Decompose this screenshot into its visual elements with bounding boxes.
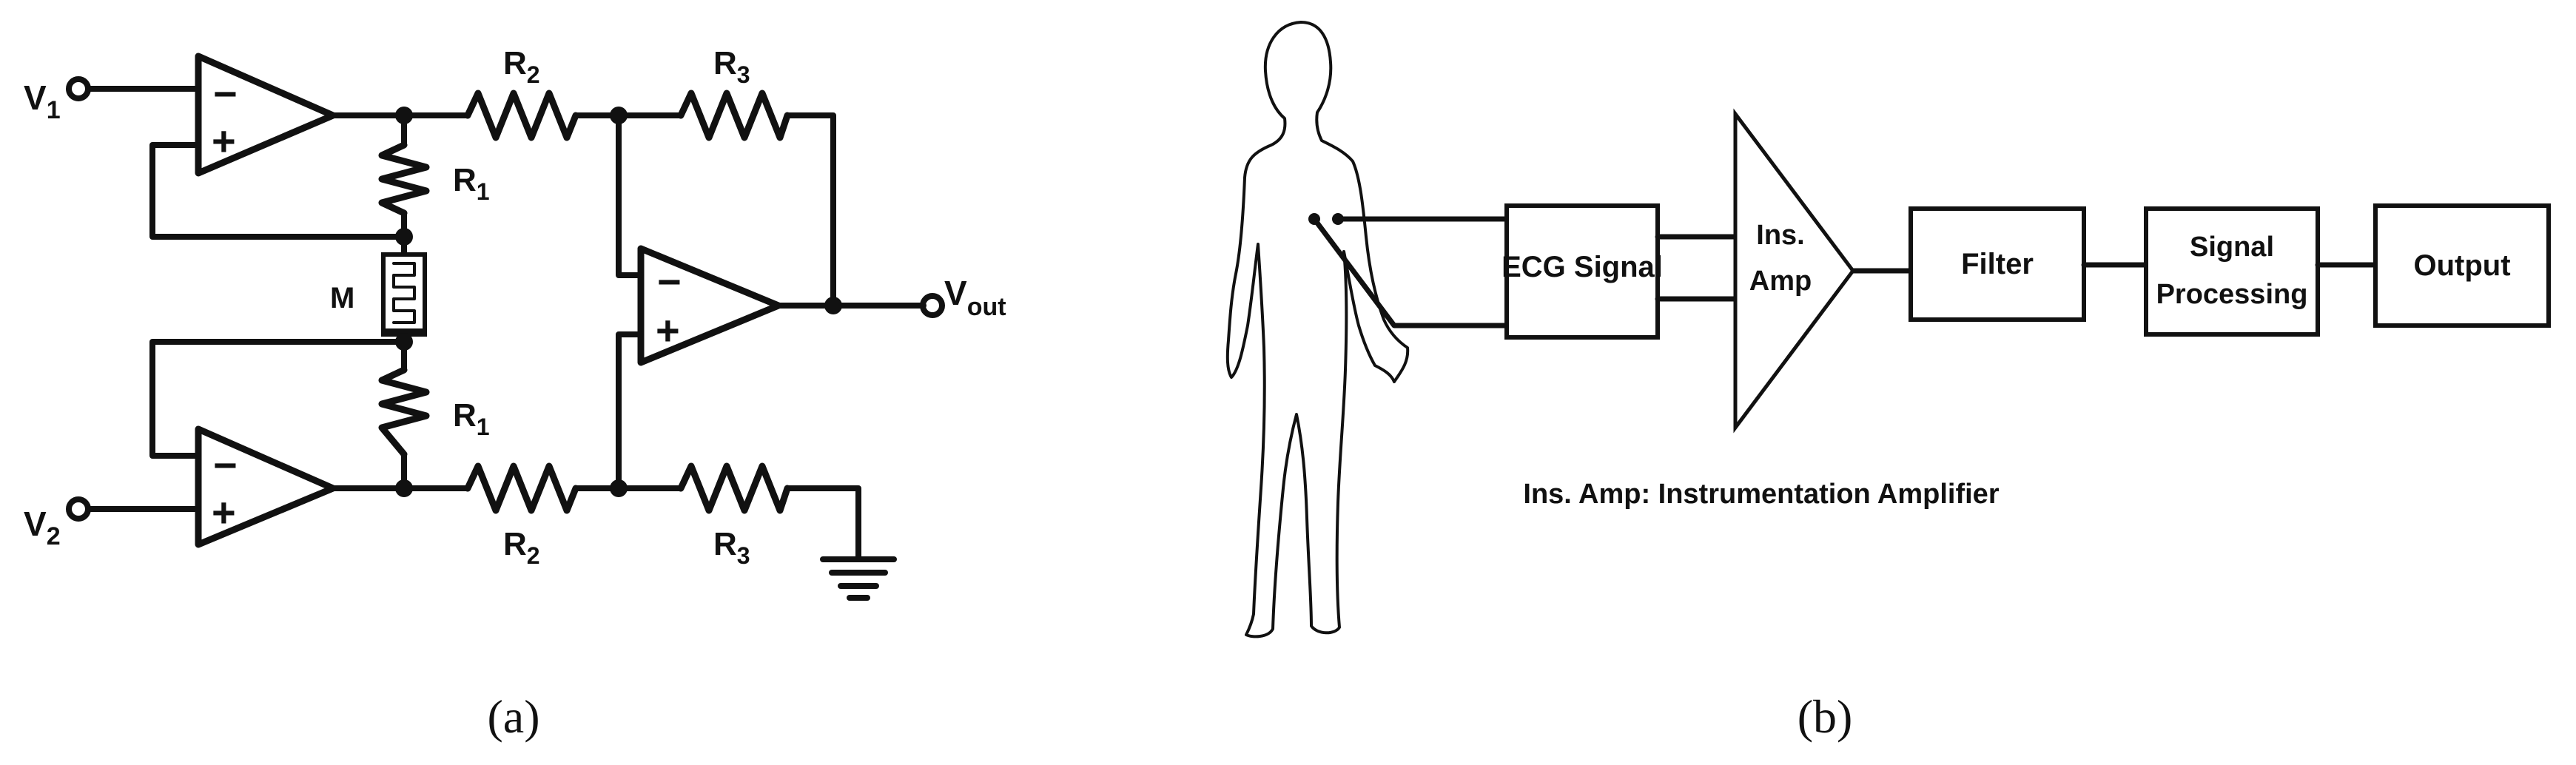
amp-legend: Ins. Amp: Instrumentation Amplifier: [1523, 479, 1999, 510]
processing-label-line1: Signal: [2190, 232, 2274, 263]
opamp-bottom-minus: −: [213, 442, 238, 488]
resistor-r1-top: [378, 141, 430, 217]
caption-a: (a): [487, 690, 539, 743]
amp-label-line1: Ins.: [1756, 220, 1804, 251]
r2-bottom-label: R2: [503, 526, 540, 569]
r3-top-label: R3: [713, 45, 750, 88]
signal-processing-block: Signal Processing: [2144, 206, 2320, 337]
human-figure: [1225, 21, 1410, 638]
r1-top-label: R1: [453, 162, 490, 205]
vout-terminal: [920, 293, 945, 318]
output-label: Output: [2413, 249, 2510, 282]
panel-a-circuit: − + − + − +: [24, 45, 1006, 601]
resistor-r1-bottom: [378, 366, 430, 458]
resistor-r3-bottom: [677, 462, 791, 514]
opamp-top-minus: −: [213, 70, 238, 117]
electrode-2: [1308, 213, 1320, 225]
m-label: M: [330, 282, 354, 314]
memristor-m: [381, 252, 427, 337]
r1-bottom-label: R1: [453, 397, 490, 440]
filter-block: Filter: [1909, 206, 2086, 322]
processing-label-line2: Processing: [2156, 279, 2308, 310]
filter-label: Filter: [1961, 248, 2034, 280]
opamp-output: − +: [637, 245, 782, 366]
ecg-signal-label: ECG Signal: [1501, 251, 1663, 283]
panel-b-block-diagram: ECG Signal Ins. Amp Filter Signal Proces…: [1225, 21, 2551, 638]
ground-symbol: [820, 556, 897, 601]
opamp-bottom: − +: [195, 425, 337, 548]
amp-label-line2: Amp: [1749, 266, 1812, 297]
output-block: Output: [2373, 203, 2551, 328]
instrumentation-amplifier: Ins. Amp: [1733, 108, 1856, 434]
r3-bottom-label: R3: [713, 526, 750, 569]
opamp-top-plus: +: [212, 118, 236, 164]
opamp-bottom-plus: +: [212, 489, 236, 536]
ecg-signal-block: ECG Signal: [1501, 203, 1663, 340]
v1-label: V1: [24, 78, 61, 124]
vout-label: Vout: [944, 274, 1006, 321]
electrode-leads: [1311, 216, 1510, 328]
opamp-output-minus: −: [657, 258, 682, 305]
resistor-r2-top: [464, 90, 579, 141]
opamp-output-plus: +: [656, 307, 680, 354]
opamp-top: − +: [195, 53, 337, 177]
r2-top-label: R2: [503, 45, 540, 88]
resistor-r3-top: [677, 90, 791, 141]
junction-dots: [395, 107, 842, 497]
ecg-to-amp-wires: [1655, 234, 1738, 302]
electrode-1: [1332, 213, 1344, 225]
caption-b: (b): [1798, 690, 1853, 743]
resistor-r2-bottom: [464, 462, 579, 514]
v2-label: V2: [24, 505, 61, 550]
